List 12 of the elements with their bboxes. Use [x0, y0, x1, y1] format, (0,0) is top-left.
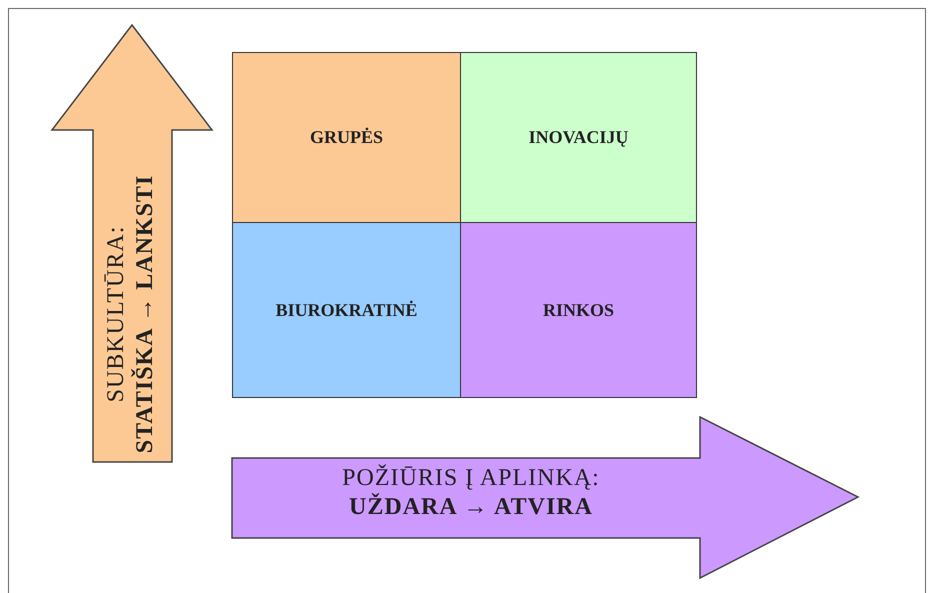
matrix-cell: [232, 222, 461, 398]
matrix-cell: [460, 52, 697, 223]
axis-title: POŽIŪRIS Į APLINKĄ:: [342, 464, 600, 493]
cell-label: BIUROKRATINĖ: [276, 300, 418, 320]
matrix-cell: [460, 222, 697, 398]
cell-label: RINKOS: [542, 300, 614, 320]
axis-range: STATIŠKA → LANKSTI: [131, 174, 159, 454]
axis-range: UŽDARA → ATVIRA: [349, 493, 593, 522]
matrix-cell: [232, 52, 461, 223]
axis-title: SUBKULTŪRA:: [102, 226, 130, 402]
cell-label: INOVACIJŲ: [528, 127, 628, 148]
cell-label: GRUPĖS: [310, 127, 383, 148]
